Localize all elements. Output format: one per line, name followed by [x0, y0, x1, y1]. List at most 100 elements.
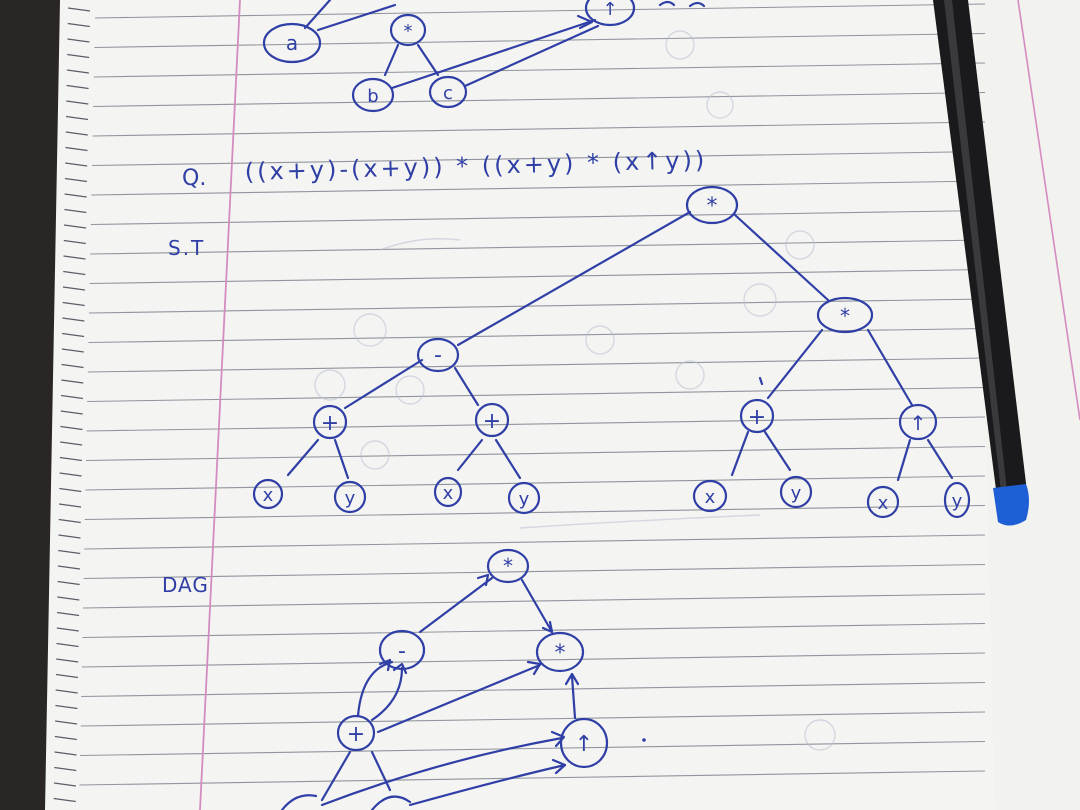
ruled-line — [90, 239, 986, 255]
binding-mark — [67, 22, 90, 28]
dag-label: DAG — [162, 573, 209, 597]
node-a-label: a — [286, 31, 298, 55]
st-leaf-x-1-label: x — [263, 485, 274, 506]
st-leaf-y-2-label: y — [519, 489, 530, 510]
st-leaf-x-2 — [433, 476, 463, 508]
ruled-line — [94, 3, 986, 19]
notebook-page — [45, 0, 995, 810]
node-a — [262, 22, 322, 64]
top-fragment: a * b c ↑ — [262, 0, 706, 113]
binding-mark — [53, 782, 77, 787]
ruled-line — [93, 62, 986, 78]
st-plus-rl-label: + — [748, 405, 766, 430]
binding-mark — [60, 425, 83, 431]
node-c — [428, 75, 468, 109]
ruled-line — [79, 770, 986, 786]
binding-mark — [58, 549, 81, 555]
node-b-label: b — [367, 86, 378, 107]
binding-mark — [58, 518, 81, 524]
ruled-line — [88, 298, 986, 314]
ruled-line — [92, 121, 986, 137]
st-leaf-x-3 — [692, 479, 728, 513]
binding-mark — [63, 224, 87, 229]
dag-leaf-x-partial — [280, 794, 318, 810]
dag-minus-node — [378, 629, 426, 671]
ruled-line — [81, 652, 986, 668]
binding-mark — [64, 193, 87, 198]
ruled-line — [84, 534, 986, 550]
node-star-label: * — [404, 21, 413, 42]
binding-mark — [64, 208, 87, 214]
binding-mark — [66, 84, 89, 90]
dag-times-node — [535, 631, 585, 673]
st-leaf-x-1 — [252, 478, 284, 510]
binding-mark — [62, 301, 85, 307]
ruled-line — [80, 711, 986, 727]
binding-mark — [58, 503, 82, 508]
dag-nodes: * - * + ↑ — [280, 548, 609, 810]
dag-up-label: ↑ — [575, 732, 593, 757]
binding-mark — [56, 611, 80, 617]
ruled-line — [82, 622, 986, 639]
syntax-tree-nodes: * - * + + + ↑ x y x y x y x y — [252, 185, 971, 519]
binding-mark — [66, 69, 89, 74]
binding-mark — [62, 317, 85, 322]
dag-edges — [320, 573, 646, 807]
st-root-node — [685, 185, 739, 225]
binding-mark — [53, 797, 76, 803]
binding-mark — [55, 704, 78, 710]
binding-mark — [65, 131, 88, 136]
ruled-line — [85, 475, 986, 491]
binding-mark — [61, 379, 84, 384]
binding-mark — [59, 487, 82, 493]
st-root-label: * — [707, 194, 718, 219]
ruled-line — [87, 357, 986, 373]
ruled-line — [81, 681, 986, 698]
binding-mark — [61, 363, 84, 369]
binding-mark — [65, 146, 88, 152]
binding-mark — [67, 38, 90, 43]
node-up-label: ↑ — [602, 0, 617, 20]
dag-up-node — [559, 717, 609, 769]
binding-mark — [60, 441, 83, 446]
margin-line — [199, 0, 241, 810]
binding-mark — [55, 689, 78, 694]
question-label: Q. — [182, 166, 206, 191]
binding-mark — [60, 410, 83, 415]
syntax-tree-label: S.T — [168, 236, 205, 260]
dag-root-label: * — [503, 554, 513, 578]
binding-mark — [58, 534, 81, 539]
st-leaf-x-3-label: x — [705, 487, 716, 508]
dag-plus-node — [336, 714, 376, 752]
binding-mark — [62, 332, 85, 338]
binding-mark — [60, 394, 84, 400]
binding-mark — [67, 7, 91, 12]
binding-mark — [63, 255, 86, 260]
st-leaf-x-2-label: x — [443, 483, 454, 504]
binding-mark — [57, 596, 80, 601]
st-leaf-y-3 — [779, 475, 813, 509]
show-through — [314, 30, 836, 751]
ruled-line — [86, 416, 986, 432]
st-plus-rl-node — [739, 398, 775, 434]
binding-mark — [63, 270, 86, 276]
st-minus-label: - — [434, 343, 442, 368]
ruled-line — [93, 91, 986, 108]
st-plus-lr-node — [474, 402, 510, 438]
binding-mark — [61, 348, 84, 353]
binding-mark — [54, 735, 77, 741]
binding-mark — [63, 239, 86, 245]
binding-mark — [59, 472, 82, 477]
node-c-label: c — [443, 83, 453, 104]
binding-mark — [54, 751, 77, 756]
ruled-line — [91, 150, 986, 167]
st-leaf-y-4 — [943, 481, 971, 519]
ruled-line — [90, 209, 986, 226]
ruled-line — [87, 386, 986, 403]
st-plus-ll-label: + — [321, 411, 339, 436]
st-times-label: * — [840, 304, 850, 328]
dag-minus-label: - — [398, 639, 406, 664]
ruled-line — [94, 32, 986, 49]
st-plus-lr-label: + — [483, 409, 501, 434]
